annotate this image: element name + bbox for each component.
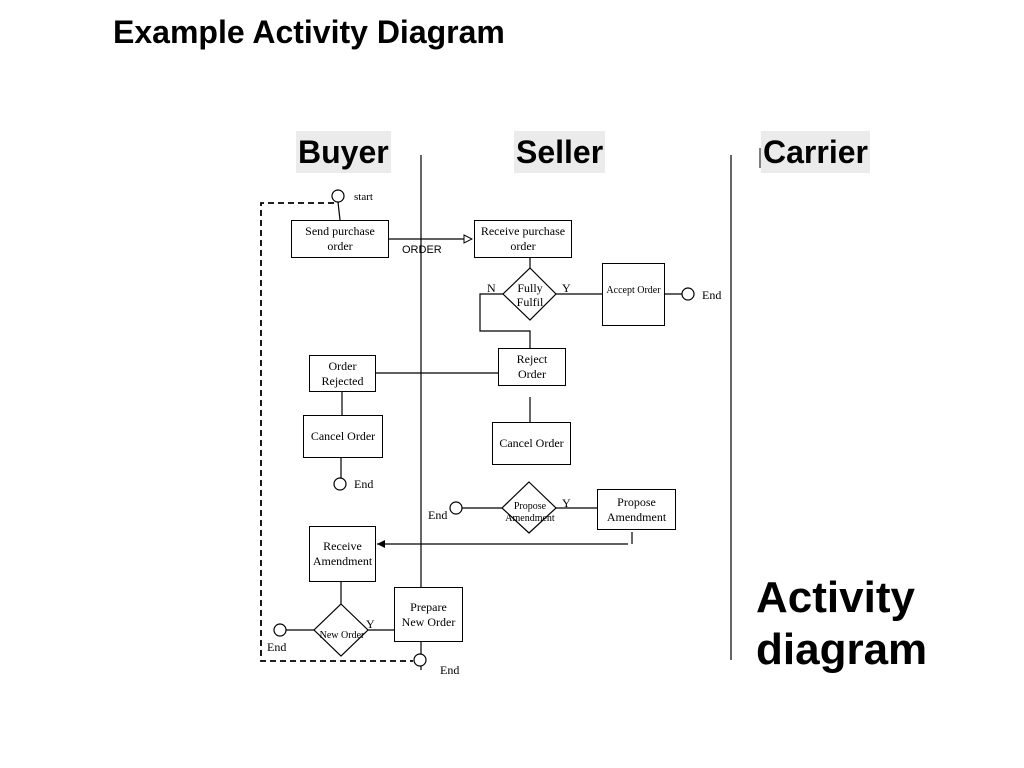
propose-yes-label: Y (562, 496, 571, 510)
propose-amendment-decision-text: Propose Amendment (504, 501, 556, 525)
propose-decision-line2: Amendment (505, 513, 555, 524)
accept-order-action: Accept Order (602, 263, 665, 326)
send-purchase-order-line2: order (327, 239, 353, 253)
lane-seller-header: Seller (514, 131, 606, 173)
propose-amendment-action: Propose Amendment (597, 489, 676, 530)
receive-amendment-line2: Amendment (312, 554, 373, 568)
end-propose-label: End (428, 508, 448, 522)
reject-order-line2: Order (518, 367, 546, 381)
lane-buyer-header: Buyer (296, 131, 391, 173)
end-node-final (413, 653, 427, 667)
new-order-yes-label: Y (366, 617, 375, 631)
new-order-decision (313, 603, 369, 657)
propose-amendment-line1: Propose (617, 494, 656, 509)
order-flow-label: ORDER (402, 244, 442, 256)
lane-carrier-header: Carrier (761, 131, 870, 173)
fully-fulfil-yes-label: Y (562, 281, 571, 295)
fully-fulfil-decision (502, 267, 557, 321)
cancel-order-buyer-label: Cancel Order (310, 429, 376, 443)
new-order-decision-text: New Order (319, 630, 365, 641)
receive-purchase-order-line2: order (510, 239, 536, 253)
cancel-order-seller-action: Cancel Order (492, 422, 571, 465)
slide-title: Example Activity Diagram (113, 14, 505, 50)
reject-order-action: Reject Order (498, 348, 566, 386)
send-purchase-order-line1: Send purchase (305, 224, 375, 238)
receive-amendment-action: Receive Amendment (309, 526, 376, 582)
accept-order-label: Accept Order (606, 285, 661, 296)
cancel-order-seller-label: Cancel Order (499, 436, 564, 450)
fully-fulfil-line1: Fully (517, 281, 543, 295)
order-rejected-action: Order Rejected (309, 355, 376, 392)
start-node (331, 189, 345, 203)
fully-fulfil-no-label: N (487, 281, 496, 295)
caption-line2: diagram (756, 625, 928, 674)
end-node-accept (681, 287, 695, 301)
order-rejected-line1: Order (328, 358, 357, 373)
end-accept-label: End (702, 288, 722, 302)
prepare-new-order-line1: Prepare (410, 599, 447, 614)
receive-purchase-order-action: Receive purchase order (474, 220, 572, 258)
order-rejected-line2: Rejected (321, 373, 364, 388)
end-node-new-order (273, 623, 287, 637)
receive-amendment-line1: Receive (323, 539, 362, 553)
reject-order-line1: Reject (516, 352, 548, 366)
cancel-order-buyer-action: Cancel Order (303, 415, 383, 458)
activity-diagram-caption: Activity diagram (756, 572, 956, 676)
propose-amendment-line2: Amendment (606, 509, 667, 524)
caption-line1: Activity (756, 573, 915, 622)
end-final-label: End (440, 663, 460, 677)
propose-decision-line1: Propose (513, 501, 547, 512)
start-label: start (354, 191, 373, 203)
end-buyer-cancel-label: End (354, 477, 374, 491)
end-new-order-label: End (267, 640, 287, 654)
dashed-loop-connector (260, 202, 413, 662)
send-purchase-order-action: Send purchase order (291, 220, 389, 258)
propose-amendment-decision (501, 481, 557, 534)
end-node-buyer-cancel (333, 477, 347, 491)
fully-fulfil-text: Fully Fulfil (505, 281, 555, 309)
receive-purchase-order-line1: Receive purchase (480, 224, 566, 238)
fully-fulfil-line2: Fulfil (516, 295, 544, 309)
prepare-new-order-line2: New Order (401, 614, 456, 629)
prepare-new-order-action: Prepare New Order (394, 587, 463, 642)
end-node-propose (449, 501, 463, 515)
